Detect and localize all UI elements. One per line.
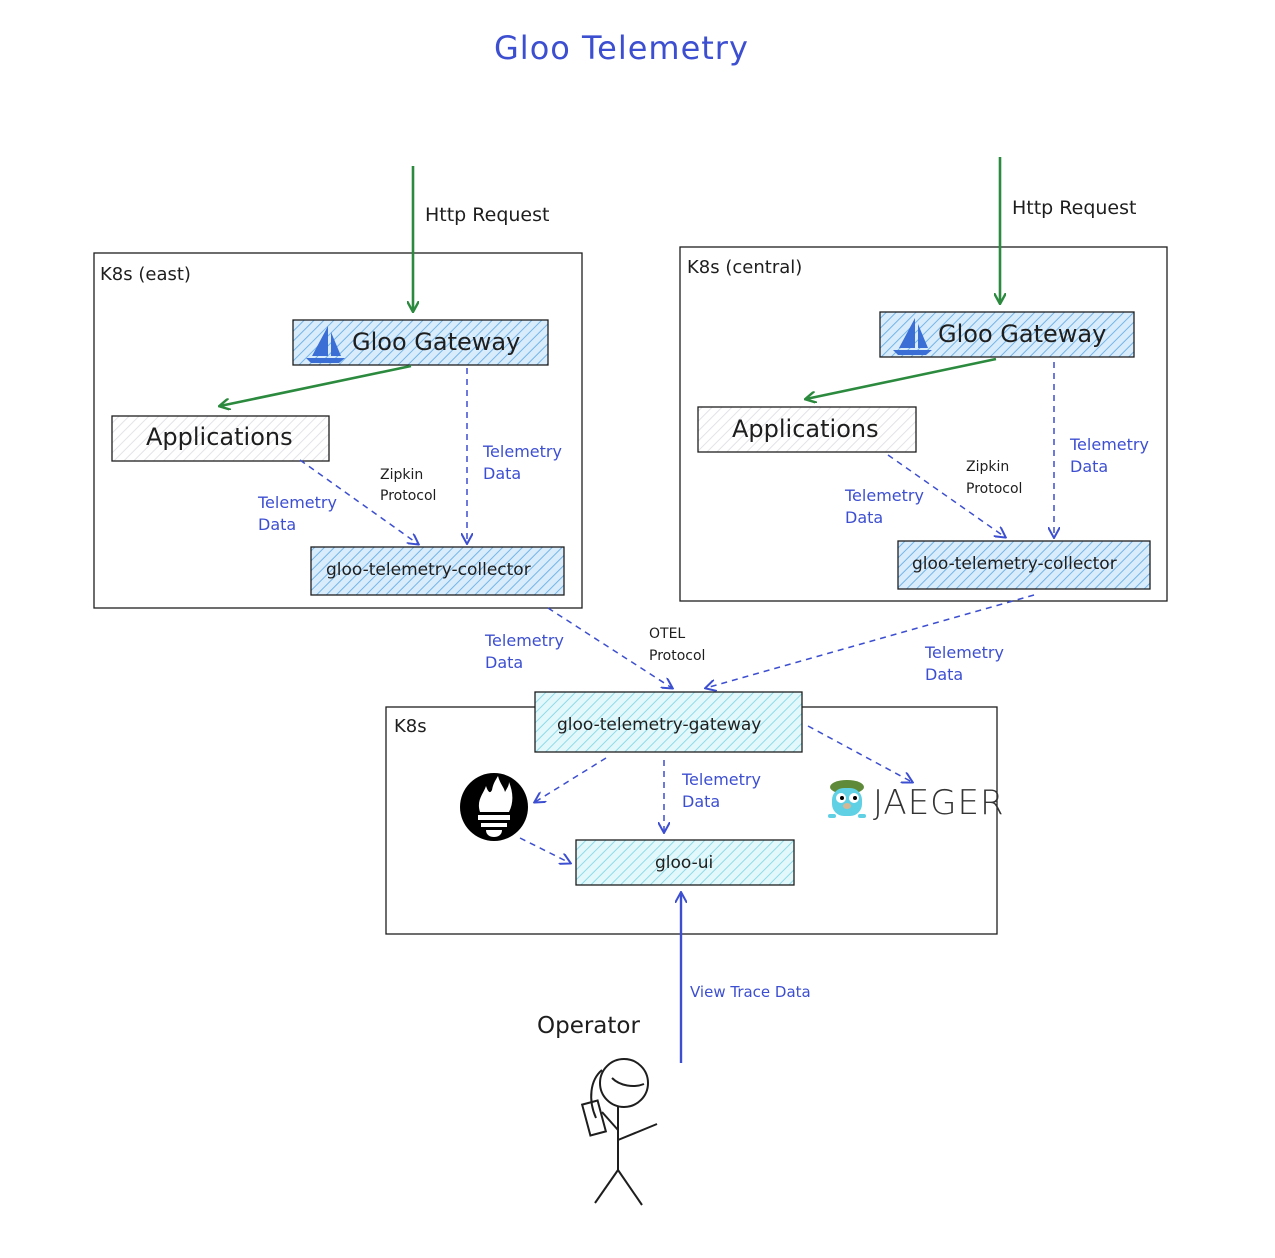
east-collector-box[interactable] [310,546,565,596]
central-collector-label: gloo-telemetry-collector [912,554,1117,574]
east-telemetry-right-line2: Data [483,464,522,483]
east-cluster-label: K8s (east) [100,264,191,285]
central-zipkin-label-line1: Zipkin [966,459,1010,475]
otel-protocol-line2: Protocol [649,648,706,664]
central-gateway-label: Gloo Gateway [938,320,1107,348]
central-collector-box[interactable] [897,540,1151,590]
central-apps-to-collector-arrow [887,454,1005,537]
prometheus-icon[interactable] [460,773,528,841]
diagram-title: Gloo Telemetry [494,29,749,67]
east-gateway-sailboat-icon [306,326,345,363]
east-link-telemetry-line2: Data [485,653,524,672]
telemetry-gateway-box[interactable] [534,691,803,753]
east-telemetry-left-line1: Telemetry [258,493,337,512]
gateway-to-prometheus-arrow [535,757,607,802]
east-gateway-label: Gloo Gateway [352,328,521,356]
gloo-ui-box[interactable] [575,839,795,886]
gateway-to-jaeger-arrow [807,725,912,782]
east-applications-box[interactable] [111,415,330,462]
central-applications-label: Applications [732,415,879,443]
central-link-telemetry-line1: Telemetry [925,643,1004,662]
jaeger-wordmark: JAEGER [873,783,1005,823]
east-collector-to-gateway-arrow [547,607,672,688]
cluster-central-frame [679,246,1168,602]
central-gateway-to-apps-arrow [806,357,997,399]
central-telemetry-left-line2: Data [845,508,884,527]
central-collector-to-gateway-arrow [706,594,1035,688]
central-link-telemetry-line2: Data [925,665,964,684]
operator-figure [580,1058,658,1206]
east-applications-label: Applications [146,423,293,451]
central-zipkin-label-line2: Protocol [966,481,1023,497]
east-zipkin-label-line1: Zipkin [380,467,424,483]
central-telemetry-right-line2: Data [1070,457,1109,476]
operator-label: Operator [537,1013,640,1039]
telemetry-gateway-label: gloo-telemetry-gateway [557,715,762,735]
mgmt-cluster-label: K8s [394,716,427,737]
east-zipkin-label-line2: Protocol [380,488,437,504]
gloo-ui-label: gloo-ui [655,853,714,873]
central-telemetry-left-line1: Telemetry [845,486,924,505]
otel-protocol-line1: OTEL [649,626,686,642]
cluster-east-frame [93,252,583,609]
central-gateway-sailboat-icon [893,318,932,355]
east-gateway-box[interactable] [292,319,549,366]
prometheus-to-ui-arrow [519,837,570,863]
east-apps-to-collector-arrow [299,459,418,544]
mgmt-telemetry-line1: Telemetry [682,770,761,789]
central-telemetry-right-line1: Telemetry [1070,435,1149,454]
east-collector-label: gloo-telemetry-collector [326,560,531,580]
east-http-request-label: Http Request [425,204,550,226]
view-trace-data-label: View Trace Data [690,983,811,1001]
central-cluster-label: K8s (central) [687,257,803,278]
east-telemetry-left-line2: Data [258,515,297,534]
east-link-telemetry-line1: Telemetry [485,631,564,650]
central-applications-box[interactable] [697,406,917,453]
east-gateway-to-apps-arrow [220,364,412,406]
east-telemetry-right-line1: Telemetry [483,442,562,461]
mgmt-telemetry-line2: Data [682,792,721,811]
jaeger-gopher-icon[interactable] [828,780,866,818]
central-http-request-label: Http Request [1012,197,1137,219]
